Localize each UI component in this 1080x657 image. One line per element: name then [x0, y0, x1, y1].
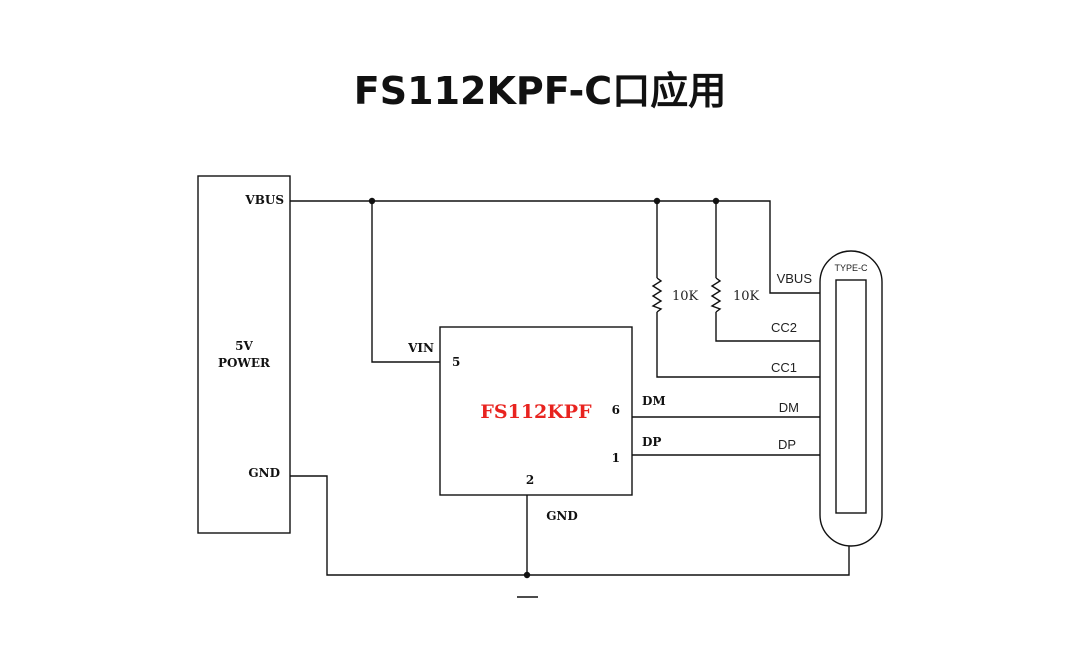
- connector-pin-cc2: CC2: [771, 320, 797, 335]
- pin-name-dp: DP: [642, 435, 661, 449]
- pin-number-2: 2: [526, 473, 534, 487]
- junction-dot: [368, 197, 376, 205]
- pin-name-dm: DM: [642, 394, 666, 408]
- resistor-zigzag: [651, 277, 663, 313]
- junction-dot: [712, 197, 720, 205]
- power-pin-vbus: VBUS: [244, 193, 284, 207]
- junction-dot: [523, 571, 531, 579]
- power-label-line1: 5V: [235, 339, 253, 353]
- chip: FS112KPF VIN 5 DM 6 DP 1 2 GND: [407, 326, 666, 523]
- connector-pin-dm: DM: [779, 400, 799, 415]
- connector-pin-vbus: VBUS: [777, 271, 813, 286]
- resistor-zigzag: [710, 277, 722, 313]
- pin-name-vin: VIN: [407, 341, 434, 355]
- pin-number-5: 5: [452, 355, 460, 369]
- type-c-connector: TYPE-C VBUS CC2 CC1 DM DP: [771, 250, 883, 547]
- resistor-value: 10K: [672, 289, 699, 304]
- pin-number-6: 6: [612, 403, 620, 417]
- resistor-2: 10K: [710, 277, 760, 313]
- vbus-rail: [290, 200, 820, 294]
- type-c-tongue: [835, 279, 867, 514]
- pin-number-1: 1: [612, 451, 620, 465]
- connector-pin-cc1: CC1: [771, 360, 797, 375]
- gnd-rail: [290, 475, 850, 576]
- power-pin-gnd: GND: [248, 466, 280, 480]
- pin-name-gnd: GND: [546, 509, 578, 523]
- wires: [290, 200, 850, 598]
- vin-wire: [371, 201, 440, 363]
- power-block: 5V POWER VBUS GND: [197, 175, 291, 534]
- chip-body: [439, 326, 633, 496]
- connector-pin-dp: DP: [778, 437, 796, 452]
- junctions: [368, 197, 720, 579]
- power-label-line2: POWER: [218, 356, 271, 370]
- cc2-wire: [715, 312, 820, 342]
- diagram-title: FS112KPF-C口应用: [354, 69, 726, 113]
- cc1-wire: [656, 312, 820, 378]
- power-block-body: [197, 175, 291, 534]
- junction-dot: [653, 197, 661, 205]
- chip-name: FS112KPF: [480, 401, 592, 423]
- resistor-1: 10K: [651, 277, 699, 313]
- type-c-label: TYPE-C: [834, 263, 868, 273]
- resistor-value: 10K: [733, 289, 760, 304]
